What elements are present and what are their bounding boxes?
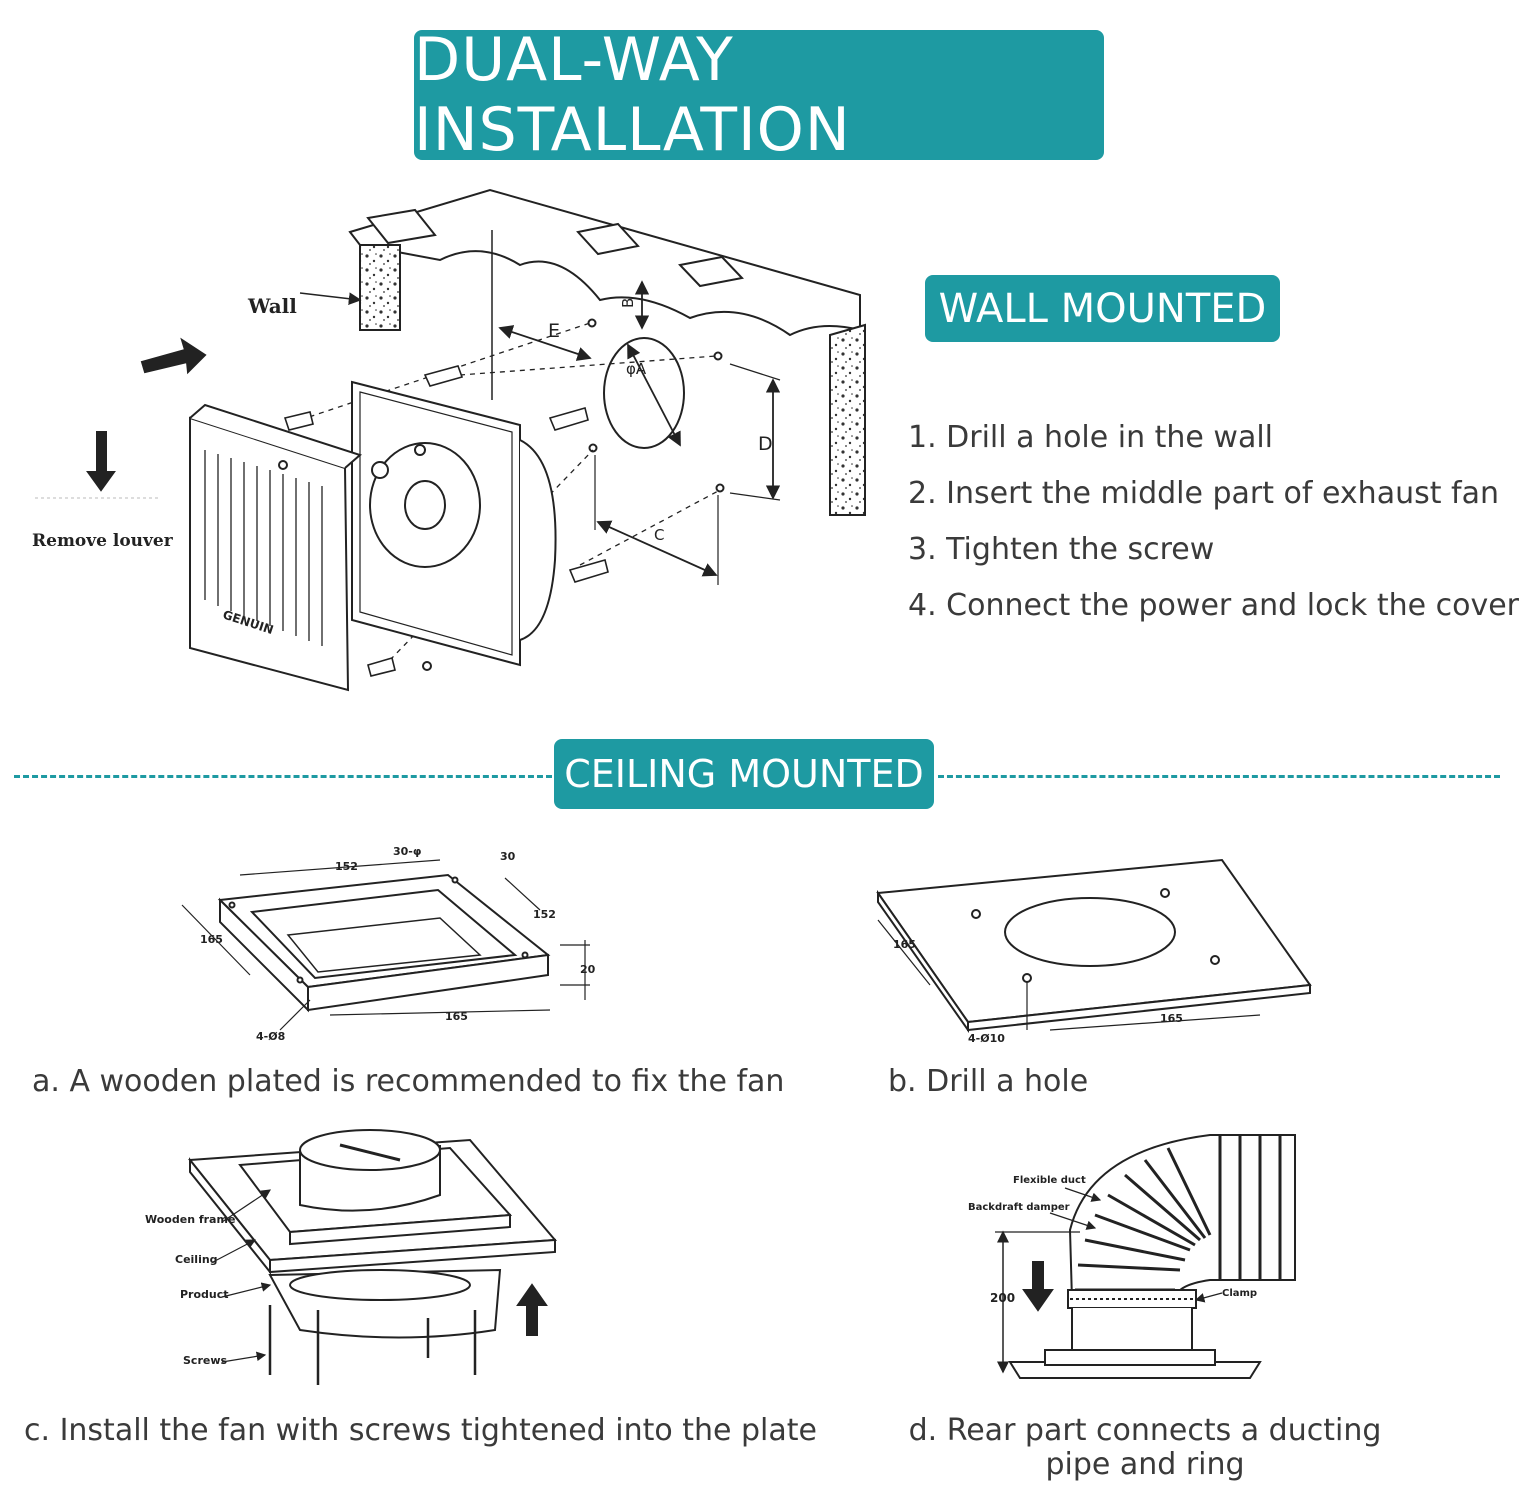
dim-a-holes: 4-Ø8: [256, 1030, 285, 1043]
dim-b-label: B: [619, 298, 637, 308]
wall-slab: [348, 188, 866, 516]
push-arrow-icon: [140, 337, 207, 375]
flexible-duct-label: Flexible duct: [1013, 1175, 1086, 1186]
ceiling-label: Ceiling: [175, 1253, 218, 1266]
dim-a-165-bottom: 165: [445, 1010, 468, 1023]
drilled-plate-diagram: [876, 858, 1312, 1034]
duct-down-arrow-icon: [1022, 1261, 1054, 1312]
dim-d-label: D: [758, 433, 773, 455]
dim-200-label: 200: [990, 1291, 1015, 1305]
wall-mount-diagram: [35, 188, 866, 692]
wooden-frame-diagram: [181, 859, 590, 1031]
wall-step-3: 3. Tighten the screw: [908, 532, 1215, 567]
screws-label: Screws: [183, 1354, 227, 1367]
remove-louver-label: Remove louver: [32, 531, 174, 551]
dim-a-30-right: 30: [500, 850, 516, 863]
ducting-diagram: [995, 1134, 1296, 1379]
ceiling-mounted-banner: CEILING MOUNTED: [554, 739, 934, 809]
wall-label: Wall: [247, 294, 297, 318]
dim-e-label: E: [548, 320, 560, 342]
main-title-banner: DUAL-WAY INSTALLATION: [414, 25, 1104, 165]
product-label: Product: [180, 1288, 229, 1301]
dim-b-holes: 4-Ø10: [968, 1032, 1005, 1045]
dim-a-165-left: 165: [200, 933, 223, 946]
divider-right: [938, 775, 1500, 778]
wall-mounted-banner: WALL MOUNTED: [925, 275, 1280, 342]
dim-phi-a-label: φA: [626, 360, 647, 378]
caption-b: b. Drill a hole: [888, 1064, 1089, 1099]
ceiling-mounted-heading: CEILING MOUNTED: [564, 752, 924, 796]
up-arrow-icon: [516, 1283, 548, 1336]
dim-a-20: 20: [580, 963, 596, 976]
main-title: DUAL-WAY INSTALLATION: [414, 25, 851, 165]
caption-a: a. A wooden plated is recommended to fix…: [32, 1064, 785, 1099]
backdraft-damper-label: Backdraft damper: [968, 1202, 1070, 1213]
dim-b-165-bottom: 165: [1160, 1012, 1183, 1025]
caption-c: c. Install the fan with screws tightened…: [24, 1413, 817, 1448]
wooden-frame-label: Wooden frame: [145, 1213, 235, 1226]
dim-a-152-right: 152: [533, 908, 556, 921]
wall-step-1: 1. Drill a hole in the wall: [908, 420, 1273, 455]
dim-b-165-left: 165: [893, 938, 916, 951]
dim-a-30-phi: 30-φ: [393, 845, 421, 858]
caption-d: d. Rear part connects a ducting pipe and…: [908, 1413, 1382, 1482]
wall-step-4: 4. Connect the power and lock the cover: [908, 588, 1519, 623]
wall-step-2: 2. Insert the middle part of exhaust fan: [908, 476, 1499, 511]
clamp-label: Clamp: [1222, 1288, 1257, 1299]
divider-left: [14, 775, 552, 778]
wall-steps-list: 1. Drill a hole in the wall 2. Insert th…: [908, 410, 1519, 634]
dim-c-label: C: [654, 526, 664, 544]
wall-mounted-heading: WALL MOUNTED: [938, 285, 1267, 332]
dim-a-152-top: 152: [335, 860, 358, 873]
down-arrow-icon: [86, 431, 116, 492]
fan-install-diagram: [188, 1129, 558, 1385]
